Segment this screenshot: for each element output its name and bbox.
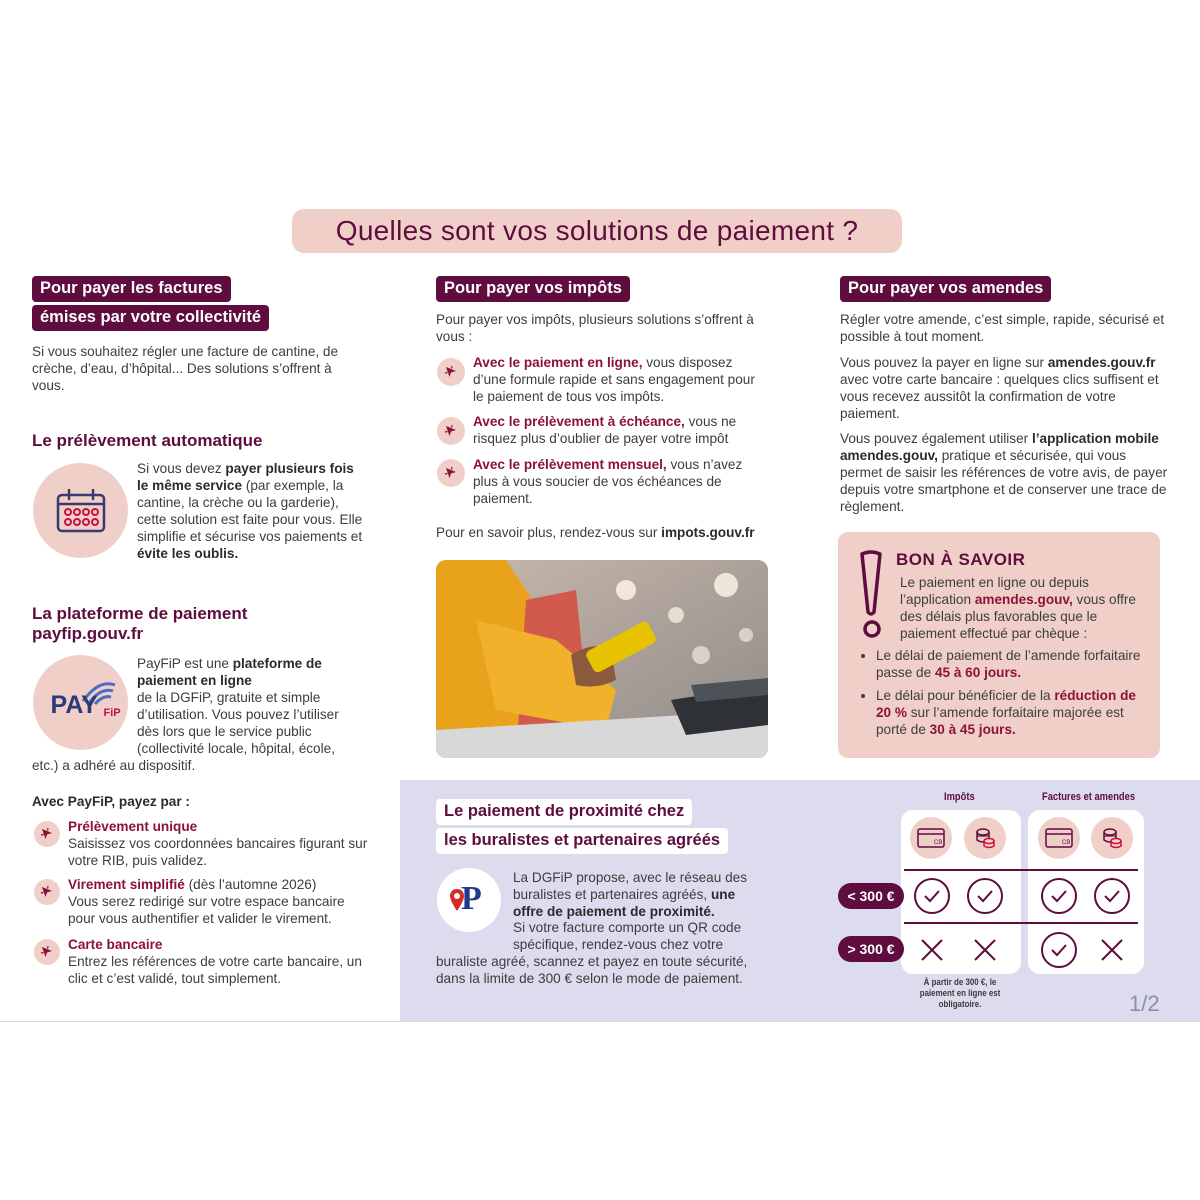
- table-row-divider: [904, 869, 1138, 871]
- cursor-icon: [437, 417, 465, 445]
- credit-card-icon: CB: [1038, 817, 1080, 859]
- table-col-impots: Impôts: [944, 791, 975, 803]
- proximite-logo: P: [437, 868, 501, 932]
- factures-pill-1: Pour payer les factures: [32, 276, 231, 302]
- proximite-text-bottom: Si votre facture comporte un QR code spé…: [436, 920, 748, 986]
- svg-text:CB: CB: [934, 840, 942, 846]
- impots-item-en-ligne: Avec le paiement en ligne, vous disposez…: [473, 355, 755, 404]
- proximite-pill-1: Le paiement de proximité chez: [436, 799, 693, 825]
- bon-item-2: Le délai pour bénéficier de la réduction…: [876, 687, 1152, 738]
- payfip-text-top: PayFiP est une plateforme de paiement en…: [137, 656, 322, 688]
- proximite-heading: Le paiement de proximité chez: [436, 799, 693, 825]
- impots-item-mensuel: Avec le prélèvement mensuel, vous n’avez…: [473, 457, 743, 506]
- payfip-logo: PAY FiP: [33, 655, 128, 750]
- check-icon: [1041, 932, 1077, 968]
- credit-card-icon: CB: [910, 817, 952, 859]
- amount-under-300: < 300 €: [838, 883, 904, 909]
- cursor-icon: [437, 459, 465, 487]
- proximite-heading-2: les buralistes et partenaires agréés: [436, 828, 729, 854]
- amendes-p3: Vous pouvez également utiliser l’applica…: [840, 431, 1168, 514]
- page-bottom-rule: [0, 1021, 1200, 1022]
- factures-heading-2: émises par votre collectivité: [32, 305, 270, 331]
- exclamation-icon: [860, 550, 882, 638]
- impots-pill: Pour payer vos impôts: [436, 276, 630, 302]
- impots-heading: Pour payer vos impôts: [436, 276, 630, 302]
- avec-payfip-title: Avec PayFiP, payez par :: [32, 794, 190, 809]
- cash-coins-icon: [1091, 817, 1133, 859]
- cross-icon: [921, 939, 943, 961]
- prelevement-text: Si vous devez payer plusieurs fois le mê…: [137, 461, 363, 561]
- table-row-divider: [904, 922, 1138, 924]
- payfip-item-virement: Virement simplifié (dès l’automne 2026) …: [68, 877, 345, 926]
- map-pin-icon: [450, 889, 464, 911]
- check-icon: [914, 878, 950, 914]
- bon-title: BON À SAVOIR: [896, 550, 1026, 569]
- check-icon: [1094, 878, 1130, 914]
- table-note: À partir de 300 €, le paiement en ligne …: [919, 977, 1001, 1009]
- amendes-p2: Vous pouvez la payer en ligne sur amende…: [840, 355, 1159, 421]
- payfip-item-prelevement: Prélèvement unique Saisissez vos coordon…: [68, 819, 368, 868]
- bon-item-1: Le délai de paiement de l’amende forfait…: [876, 647, 1152, 681]
- payment-photo: [436, 560, 768, 758]
- factures-heading: Pour payer les factures: [32, 276, 231, 302]
- prelevement-title: Le prélèvement automatique: [32, 431, 263, 450]
- svg-text:CB: CB: [1062, 840, 1070, 846]
- cursor-icon: [34, 939, 60, 965]
- bon-a-savoir-box: BON À SAVOIR Le paiement en ligne ou dep…: [838, 532, 1160, 758]
- bon-intro: Le paiement en ligne ou depuis l’applica…: [900, 575, 1136, 641]
- impots-more: Pour en savoir plus, rendez-vous sur imp…: [436, 525, 755, 540]
- wifi-icon: [81, 681, 116, 705]
- cursor-icon: [34, 879, 60, 905]
- page-title: Quelles sont vos solutions de paiement ?: [292, 209, 902, 253]
- impots-item-echeance: Avec le prélèvement à échéance, vous ne …: [473, 414, 737, 446]
- factures-intro: Si vous souhaitez régler une facture de …: [32, 344, 339, 393]
- table-col-factures: Factures et amendes: [1042, 791, 1136, 803]
- impots-link[interactable]: impots.gouv.fr: [661, 525, 755, 540]
- check-icon: [1041, 878, 1077, 914]
- cross-icon: [974, 939, 996, 961]
- amendes-p1: Régler votre amende, c’est simple, rapid…: [840, 312, 1165, 344]
- amendes-pill: Pour payer vos amendes: [840, 276, 1052, 302]
- payfip-item-carte: Carte bancaire Entrez les références de …: [68, 937, 362, 986]
- factures-pill-2: émises par votre collectivité: [32, 305, 270, 331]
- cursor-icon: [34, 821, 60, 847]
- calendar-icon: [33, 463, 128, 558]
- bon-list: Le délai de paiement de l’amende forfait…: [860, 647, 1152, 738]
- amount-over-300: > 300 €: [838, 936, 904, 962]
- payfip-title: La plateforme de paiement payfip.gouv.fr: [32, 604, 248, 643]
- proximite-text-top: La DGFiP propose, avec le réseau des bur…: [513, 870, 747, 919]
- check-icon: [967, 878, 1003, 914]
- cash-coins-icon: [964, 817, 1006, 859]
- cross-icon: [1101, 939, 1123, 961]
- page-number: 1/2: [1129, 991, 1160, 1016]
- payfip-text-rest: de la DGFiP, gratuite et simple d’utilis…: [32, 690, 339, 773]
- proximite-pill-2: les buralistes et partenaires agréés: [436, 828, 729, 854]
- impots-intro: Pour payer vos impôts, plusieurs solutio…: [436, 312, 754, 344]
- cursor-icon: [437, 358, 465, 386]
- amendes-heading: Pour payer vos amendes: [840, 276, 1052, 302]
